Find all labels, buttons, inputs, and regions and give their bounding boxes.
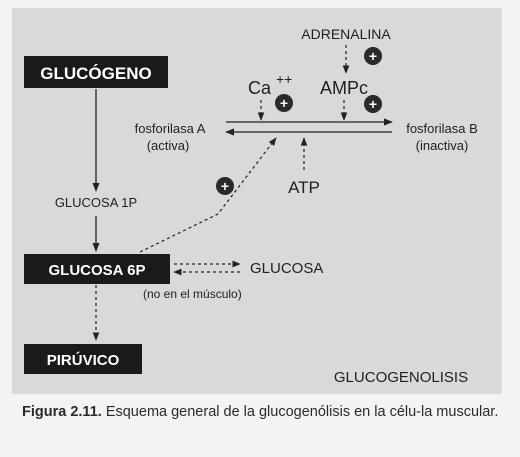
caption-text: Esquema general de la glucogenólisis en …: [101, 404, 499, 420]
piruvico-label: PIRÚVICO: [47, 351, 120, 369]
plus-feedback-icon: +: [216, 177, 234, 195]
glucogeno-box: [24, 56, 168, 88]
plus-ca-icon: +: [275, 94, 293, 112]
glucosa-6p-box: [24, 254, 170, 284]
ampc-label: AMPc: [320, 78, 368, 98]
inactiva-label: (inactiva): [416, 138, 469, 153]
ca-label: Ca: [248, 78, 272, 98]
piruvico-box: [24, 344, 142, 374]
fosforilasa-a-label: fosforilasa A: [135, 121, 206, 136]
svg-text:+: +: [369, 48, 377, 64]
svg-text:+: +: [221, 178, 229, 194]
atp-label: ATP: [288, 178, 320, 197]
activa-label: (activa): [147, 138, 190, 153]
glucosa-1p-label: GLUCOSA 1P: [55, 195, 137, 210]
glucosa-6p-label: GLUCOSA 6P: [49, 262, 146, 279]
plus-ampc-icon: +: [364, 95, 382, 113]
ca-charge-label: ++: [276, 71, 292, 87]
arrow-glucosa-6p-feedback: [139, 137, 277, 253]
glucogeno-label: GLUCÓGENO: [40, 64, 151, 83]
fosforilasa-b-label: fosforilasa B: [406, 121, 478, 136]
figure-caption: Figura 2.11. Esquema general de la gluco…: [22, 403, 512, 421]
figure-number: Figura 2.11.: [22, 404, 102, 420]
plus-adrenalina-icon: +: [364, 47, 382, 65]
diagram-title: GLUCOGENOLISIS: [334, 369, 468, 386]
adrenalina-label: ADRENALINA: [301, 26, 391, 42]
svg-text:+: +: [369, 96, 377, 112]
no-en-el-musculo-label: (no en el músculo): [143, 287, 242, 301]
svg-text:+: +: [280, 95, 288, 111]
glucosa-label: GLUCOSA: [250, 260, 323, 277]
